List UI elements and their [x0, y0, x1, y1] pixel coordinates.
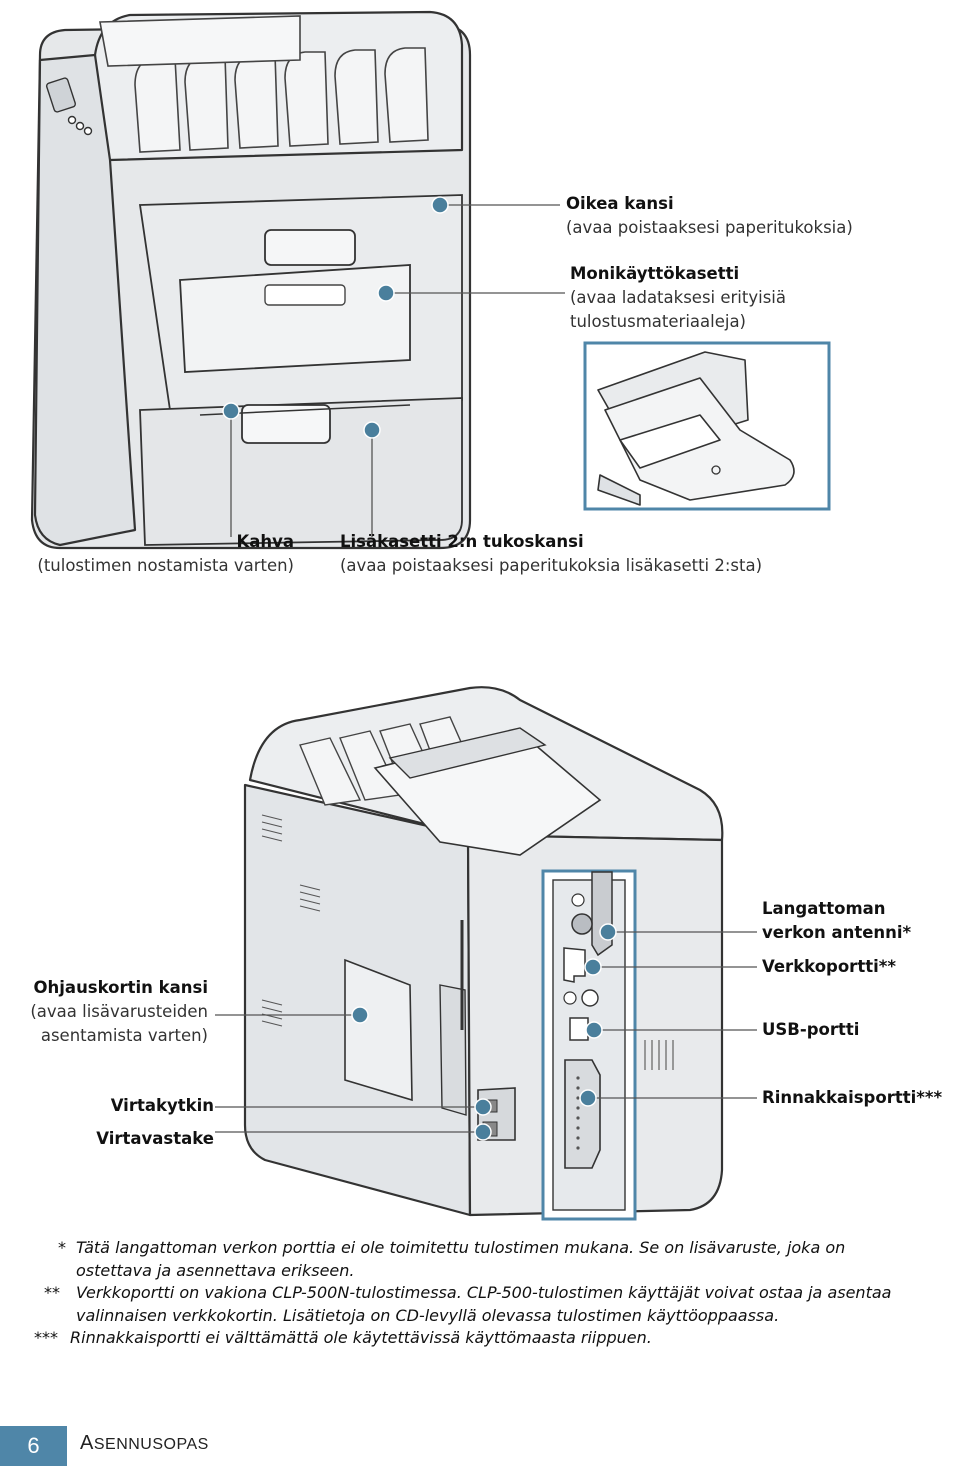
footnote-3-line-1: Rinnakkaisportti ei välttämättä ole käyt… — [70, 1328, 652, 1347]
control-board-desc-1: (avaa lisävarusteiden — [30, 1002, 208, 1021]
label-power-switch: Virtakytkin — [111, 1094, 214, 1118]
handle-title: Kahva — [236, 532, 294, 551]
footnote-2-line-1: Verkkoportti on vakiona CLP-500N-tulosti… — [76, 1283, 892, 1302]
bottom-callouts — [215, 923, 757, 1141]
page-number: 6 — [0, 1426, 67, 1466]
chapter-title-initial: A — [80, 1432, 94, 1454]
power-switch-dot — [474, 1098, 492, 1116]
handle-dot — [222, 402, 240, 420]
footnote-2: ** Verkkoportti on vakiona CLP-500N-tulo… — [30, 1282, 955, 1327]
top-callouts — [222, 196, 565, 537]
power-switch-title: Virtakytkin — [110, 1096, 214, 1115]
footnote-1-mark: * — [58, 1238, 66, 1257]
right-cover-desc: (avaa poistaaksesi paperitukoksia) — [566, 218, 853, 237]
footnotes: * Tätä langattoman verkon porttia ei ole… — [30, 1237, 955, 1350]
label-power-receptacle: Virtavastake — [96, 1127, 214, 1151]
label-parallel-port: Rinnakkaisportti*** — [762, 1086, 942, 1110]
network-port-dot — [584, 958, 602, 976]
label-usb-port: USB-portti — [762, 1018, 859, 1042]
tray2-cover-desc: (avaa poistaaksesi paperitukoksia lisäka… — [340, 556, 763, 575]
chapter-title-rest: SENNUSOPAS — [93, 1436, 209, 1453]
control-board-desc-2: asentamista varten) — [40, 1026, 208, 1045]
label-network-port: Verkkoportti** — [762, 955, 896, 979]
mp-tray-desc-1: (avaa ladataksesi erityisiä — [570, 288, 786, 307]
footnote-1-line-1: Tätä langattoman verkon porttia ei ole t… — [76, 1238, 846, 1257]
chapter-title: ASENNUSOPAS — [80, 1432, 209, 1455]
usb-port-dot — [585, 1021, 603, 1039]
usb-port-title: USB-portti — [762, 1020, 860, 1039]
power-receptacle-title: Virtavastake — [96, 1129, 214, 1148]
control-board-title: Ohjauskortin kansi — [33, 978, 209, 997]
control-board-dot — [351, 1006, 369, 1024]
parallel-port-dot — [579, 1089, 597, 1107]
label-control-board: Ohjauskortin kansi (avaa lisävarusteiden… — [30, 976, 208, 1048]
antenna-dot — [599, 923, 617, 941]
footnote-1: * Tätä langattoman verkon porttia ei ole… — [30, 1237, 955, 1282]
label-antenna: Langattoman verkon antenni* — [762, 897, 911, 945]
mp-tray-title: Monikäyttökasetti — [570, 264, 740, 283]
footnote-3: *** Rinnakkaisportti ei välttämättä ole … — [30, 1327, 955, 1350]
mp-tray-inset — [583, 341, 831, 511]
mp-tray-dot — [377, 284, 395, 302]
printer-rear-illustration — [243, 686, 724, 1221]
printer-front-illustration — [30, 10, 472, 550]
network-port-title: Verkkoportti** — [762, 957, 897, 976]
parallel-port-title: Rinnakkaisportti*** — [762, 1088, 943, 1107]
power-receptacle-dot — [474, 1123, 492, 1141]
label-right-cover: Oikea kansi (avaa poistaaksesi paperituk… — [566, 192, 853, 240]
label-handle: Kahva (tulostimen nostamista varten) — [37, 530, 294, 578]
right-cover-title: Oikea kansi — [566, 194, 674, 213]
tray2-cover-title: Lisäkasetti 2:n tukoskansi — [340, 532, 584, 551]
footnote-2-line-2: valinnaisen verkkokortin. Lisätietoja on… — [76, 1305, 780, 1325]
footnote-2-mark: ** — [44, 1283, 60, 1302]
antenna-line-1: Langattoman — [762, 899, 886, 918]
tray2-cover-dot — [363, 421, 381, 439]
right-cover-dot — [431, 196, 449, 214]
mp-tray-desc-2: tulostusmateriaaleja) — [570, 312, 746, 331]
antenna-line-2: verkon antenni* — [762, 923, 912, 942]
label-mp-tray: Monikäyttökasetti (avaa ladataksesi erit… — [570, 262, 786, 334]
footnote-3-mark: *** — [34, 1328, 58, 1347]
handle-desc: (tulostimen nostamista varten) — [37, 556, 294, 575]
footnote-1-line-2: ostettava ja asennettava erikseen. — [76, 1260, 355, 1280]
label-tray2-cover: Lisäkasetti 2:n tukoskansi (avaa poistaa… — [340, 530, 762, 578]
